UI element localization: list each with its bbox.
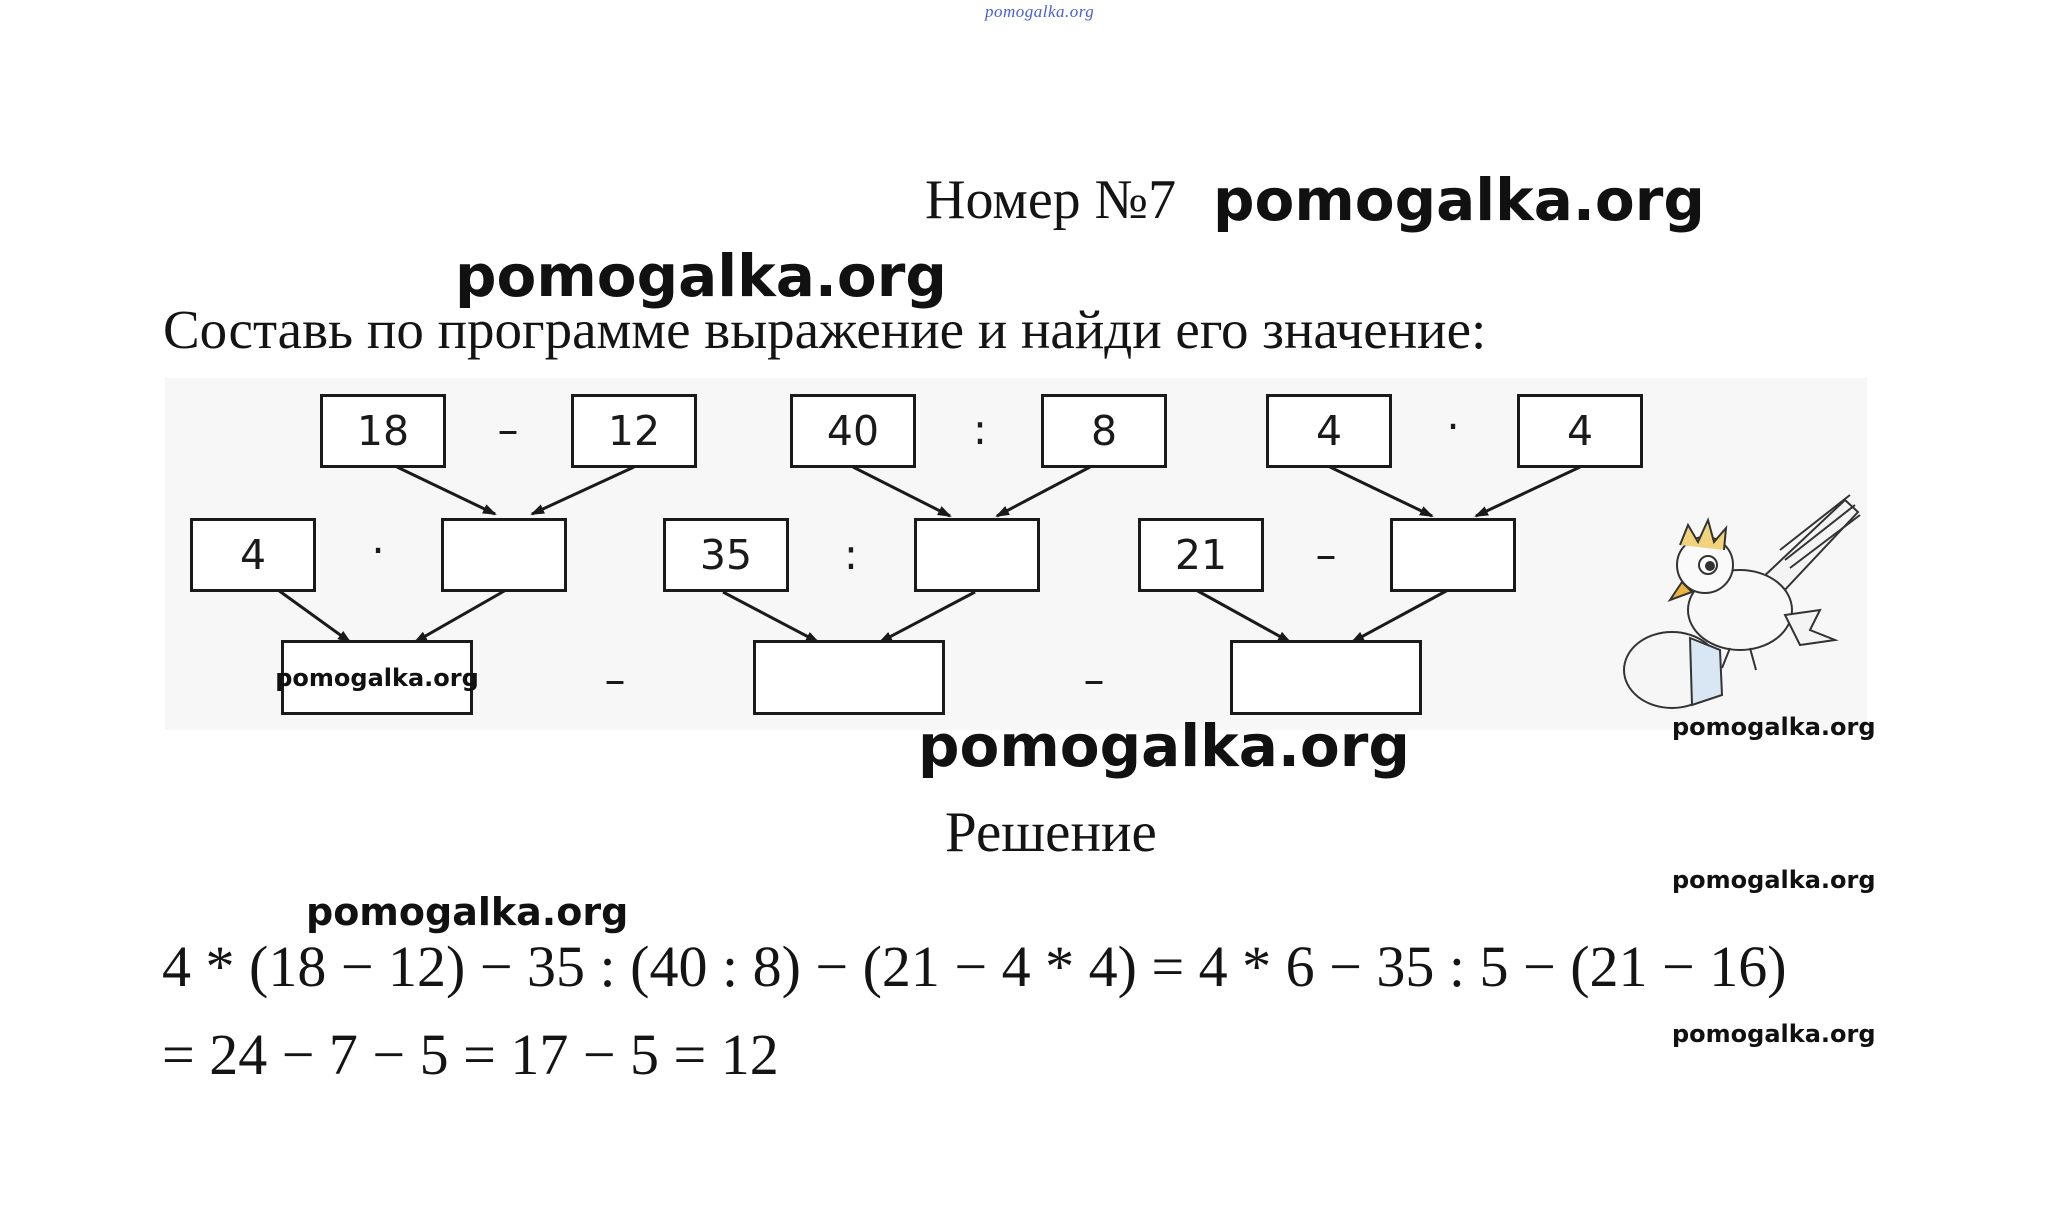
op-mid-2: : (843, 530, 859, 579)
box-top-4: 8 (1041, 394, 1167, 468)
arrow (722, 590, 820, 644)
box-bottom-2 (753, 640, 945, 715)
solution-line-1: 4 * (18 − 12) − 35 : (40 : 8) − (21 − 4 … (162, 934, 1787, 999)
arrow (1195, 588, 1292, 644)
right-watermark-1: pomogalka.org (1672, 713, 1876, 741)
task-watermark: pomogalka.org (455, 242, 947, 310)
op-top-2: : (972, 405, 988, 454)
box-bottom-1: pomogalka.org (275, 640, 479, 715)
box-mid-3: 21 (1138, 518, 1264, 592)
arrow (1329, 465, 1434, 518)
arrow (413, 588, 507, 644)
op-top-1: – (497, 405, 519, 454)
right-watermark-2: pomogalka.org (1672, 866, 1876, 894)
box-top-5: 4 (1266, 394, 1392, 468)
diagram-watermark: pomogalka.org (918, 712, 1410, 780)
solution-heading: Решение (945, 801, 1157, 864)
arrow (995, 465, 1091, 518)
solution-line-2: = 24 − 7 − 5 = 17 − 5 = 12 (162, 1022, 779, 1087)
op-mid-1: · (371, 526, 385, 575)
arrow (396, 465, 497, 516)
op-bottom-2: – (1083, 655, 1105, 704)
page-title: Номер №7 (925, 169, 1177, 231)
task-text: Составь по программе выражение и найди е… (163, 299, 1487, 360)
box-mid-2: 35 (663, 518, 789, 592)
arrow (1474, 465, 1581, 518)
op-bottom-1: – (604, 655, 626, 704)
box-mid-empty-1 (441, 518, 567, 592)
arrow (852, 465, 952, 518)
solution-watermark: pomogalka.org (306, 890, 629, 934)
arrow (277, 588, 352, 644)
arrow (878, 590, 976, 644)
arrow (530, 465, 635, 516)
arrow (1350, 588, 1449, 644)
box-top-1: 18 (320, 394, 446, 468)
box-watermark: pomogalka.org (275, 663, 479, 692)
op-top-3: · (1446, 402, 1460, 451)
box-mid-empty-3 (1390, 518, 1516, 592)
box-top-6: 4 (1517, 394, 1643, 468)
right-watermark-3: pomogalka.org (1672, 1020, 1876, 1048)
box-bottom-3 (1230, 640, 1422, 715)
op-mid-3: – (1315, 530, 1337, 579)
box-mid-1: 4 (190, 518, 316, 592)
bird-illustration (1623, 494, 1861, 709)
box-top-2: 12 (571, 394, 697, 468)
top-watermark: pomogalka.org (985, 2, 1095, 21)
title-watermark: pomogalka.org (1213, 166, 1705, 234)
box-top-3: 40 (790, 394, 916, 468)
box-mid-empty-2 (914, 518, 1040, 592)
